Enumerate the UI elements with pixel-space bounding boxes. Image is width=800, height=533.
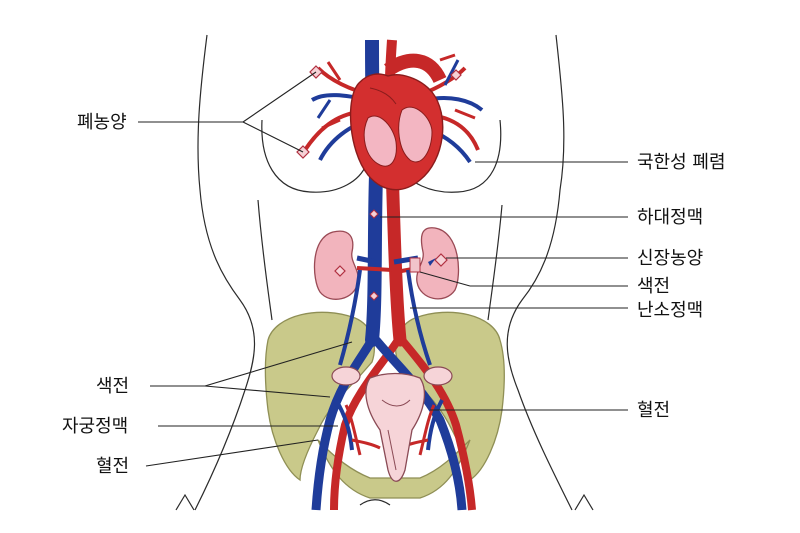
kidneys <box>313 227 460 300</box>
left-kidney <box>313 230 359 300</box>
label-thrombus-left: 혈전 <box>96 456 129 477</box>
label-renal-abscess: 신장농양 <box>637 248 703 269</box>
label-pulmonary-abscess: 폐농양 <box>77 112 127 133</box>
label-uterine-vein: 자궁정맥 <box>62 416 128 437</box>
uterine-vein <box>334 398 354 451</box>
arrow-icon <box>372 240 380 248</box>
arrow-icon-2 <box>428 258 436 266</box>
renal-abscess-left-icon <box>334 265 346 277</box>
emboli-markers <box>296 65 462 301</box>
ovarian-vein <box>406 269 432 366</box>
label-ovarian-vein: 난소정맥 <box>637 300 703 321</box>
inferior-vena-cava <box>365 168 383 347</box>
ovary-right <box>423 366 453 386</box>
aorta <box>385 158 407 347</box>
thrombus-ovarian-icon <box>409 257 421 273</box>
embolus-ivc-lower-icon <box>369 291 379 301</box>
label-septic-emboli-right: 색전 <box>637 276 670 297</box>
heart-chamber-right <box>398 106 433 163</box>
embolus-ivc-icon <box>369 209 379 219</box>
body-outline <box>175 34 594 511</box>
renal-abscess-icon <box>434 253 448 267</box>
label-inferior-vena-cava: 하대정맥 <box>637 207 703 228</box>
heart <box>349 73 444 191</box>
uterus <box>331 366 453 482</box>
label-ischemic-lung: 국한성 폐렴 <box>637 152 726 173</box>
pelvis-floor <box>317 439 471 499</box>
heart-chamber-left <box>363 115 397 167</box>
ovary-left <box>331 366 361 386</box>
leader-lines <box>138 71 628 467</box>
labels: 폐농양 색전 자궁정맥 혈전 국한성 폐렴 하대정맥 신장농양 색전 난소정맥 … <box>62 112 726 477</box>
label-septic-emboli-left: 색전 <box>96 376 129 397</box>
label-thrombus-right: 혈전 <box>637 400 670 421</box>
embolus-lung-right-icon <box>450 69 462 81</box>
